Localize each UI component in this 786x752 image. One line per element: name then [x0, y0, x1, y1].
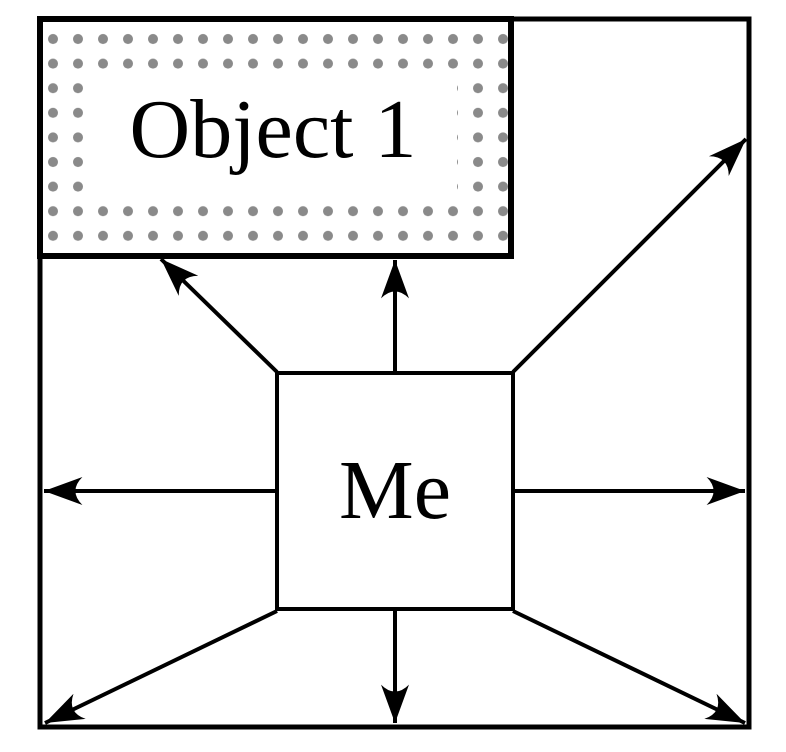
- me-box: Me: [275, 371, 515, 611]
- object1-label-backdrop: [88, 77, 457, 198]
- object1-box: Object 1: [37, 16, 514, 259]
- object1-label: Object 1: [130, 83, 417, 176]
- arrow-up-left: [159, 257, 279, 374]
- arrow-group: [44, 137, 748, 725]
- arrow-down-left: [44, 609, 278, 725]
- object1-box-border: [37, 16, 514, 259]
- me-box-border: [275, 371, 515, 611]
- arrow-up-right: [511, 137, 748, 374]
- me-label: Me: [339, 444, 451, 537]
- arrow-down-right: [512, 609, 746, 725]
